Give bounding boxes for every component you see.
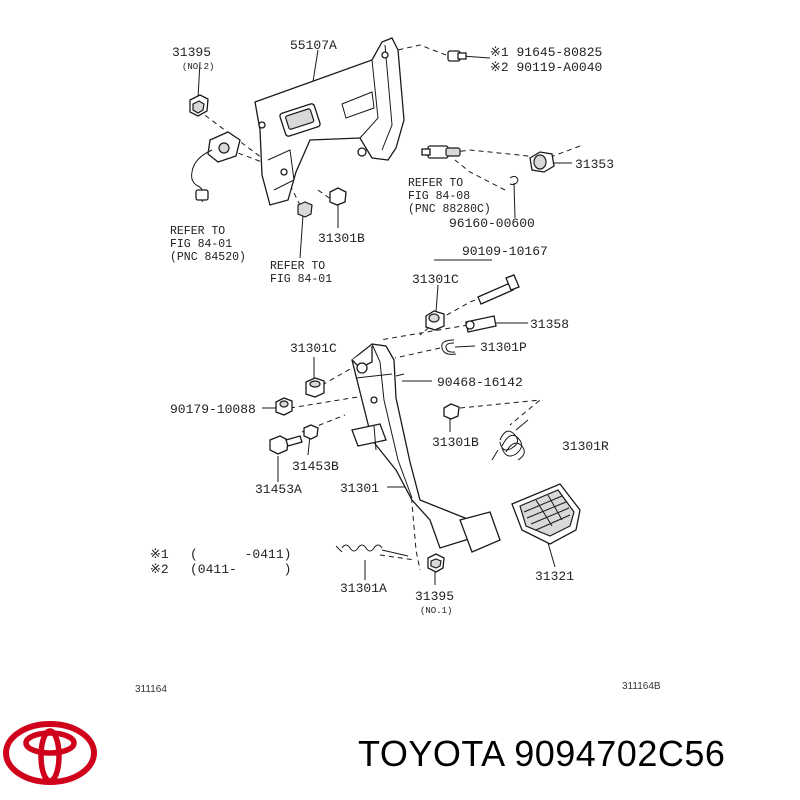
refer-84-01-b-line1: REFER TO: [270, 260, 325, 273]
callout-31301C-right: 31301C: [412, 272, 459, 287]
callout-31395-bottom: 31395: [415, 589, 454, 604]
callout-31395-bottom-note: (NO.1): [420, 606, 452, 616]
legend-row1-range: ( -0411): [190, 547, 291, 562]
bolt-31453A: [269, 435, 303, 455]
leader-lines: [197, 49, 572, 585]
clip-96160: [509, 175, 519, 185]
nut-90179: [275, 397, 293, 416]
figure-id-left: 311164: [135, 684, 167, 695]
refer-84-08-line2: FIG 84-08: [408, 190, 470, 203]
collar-31301C-left: [305, 377, 325, 398]
clip-31395-no2: [189, 94, 209, 117]
bracket-55107A: [254, 37, 405, 206]
callout-31453A: 31453A: [255, 482, 302, 497]
refer-84-01-a-line1: REFER TO: [170, 225, 225, 238]
callout-90119: ※2 90119-A0040: [490, 60, 602, 75]
callout-31395-top: 31395: [172, 45, 211, 60]
part-callouts: 31395 (NO.2) 55107A ※1 91645-80825 ※2 90…: [170, 38, 614, 616]
callout-96160: 96160-00600: [449, 216, 535, 231]
refer-84-01-b-line2: FIG 84-01: [270, 273, 332, 286]
callout-31321: 31321: [535, 569, 574, 584]
refer-84-01-a-line2: FIG 84-01: [170, 238, 232, 251]
brake-pedal-lever-31301: [351, 343, 501, 553]
figure-id-right: 311164B: [622, 681, 661, 692]
bolt-90109: [477, 274, 520, 305]
spring-31301A: [335, 544, 409, 557]
return-spring-31301R: [491, 419, 529, 461]
legend-row1-mark: ※1: [150, 547, 169, 562]
pin-31358: [465, 315, 497, 333]
refer-84-08-line1: REFER TO: [408, 177, 463, 190]
callout-31358: 31358: [530, 317, 569, 332]
collar-31301C-right: [425, 310, 445, 331]
bolt-91645-90119: [447, 50, 467, 62]
callout-31301P: 31301P: [480, 340, 527, 355]
date-range-legend: ※1 ( -0411) ※2 (0411- ): [150, 547, 291, 577]
clip-31301P: [441, 339, 457, 355]
bushing-31301B-top: [297, 187, 347, 218]
legend-row2-range: (0411- ): [190, 562, 291, 577]
stop-lamp-switch: [421, 145, 461, 159]
callout-31395-top-note: (NO.2): [182, 62, 214, 72]
callout-31301B-mid: 31301B: [432, 435, 479, 450]
legend-row2-mark: ※2: [150, 562, 169, 577]
callout-91645: ※1 91645-80825: [490, 45, 602, 60]
callout-90179: 90179-10088: [170, 402, 256, 417]
callout-31301: 31301: [340, 481, 379, 496]
callout-31353: 31353: [575, 157, 614, 172]
callout-31301R: 31301R: [562, 439, 609, 454]
pedal-pad-31321: [511, 483, 581, 545]
switch-wire-harness: [191, 131, 241, 203]
callout-90468: 90468-16142: [437, 375, 523, 390]
toyota-logo-icon: [3, 721, 97, 785]
refer-84-08-line3: (PNC 88280C): [408, 203, 491, 216]
bushing-31301B-mid: [443, 403, 460, 420]
callout-31301B-top: 31301B: [318, 231, 365, 246]
bushing-31453B: [303, 424, 319, 440]
cushion-31353: [529, 151, 555, 173]
callout-31453B: 31453B: [292, 459, 339, 474]
callout-31301C-left: 31301C: [290, 341, 337, 356]
clip-31395-no1: [427, 553, 445, 573]
brand-part-number-title: TOYOTA 9094702C56: [358, 733, 726, 774]
refer-84-01-a-line3: (PNC 84520): [170, 251, 246, 264]
callout-55107A: 55107A: [290, 38, 337, 53]
callout-90109: 90109-10167: [462, 244, 548, 259]
callout-31301A: 31301A: [340, 581, 387, 596]
